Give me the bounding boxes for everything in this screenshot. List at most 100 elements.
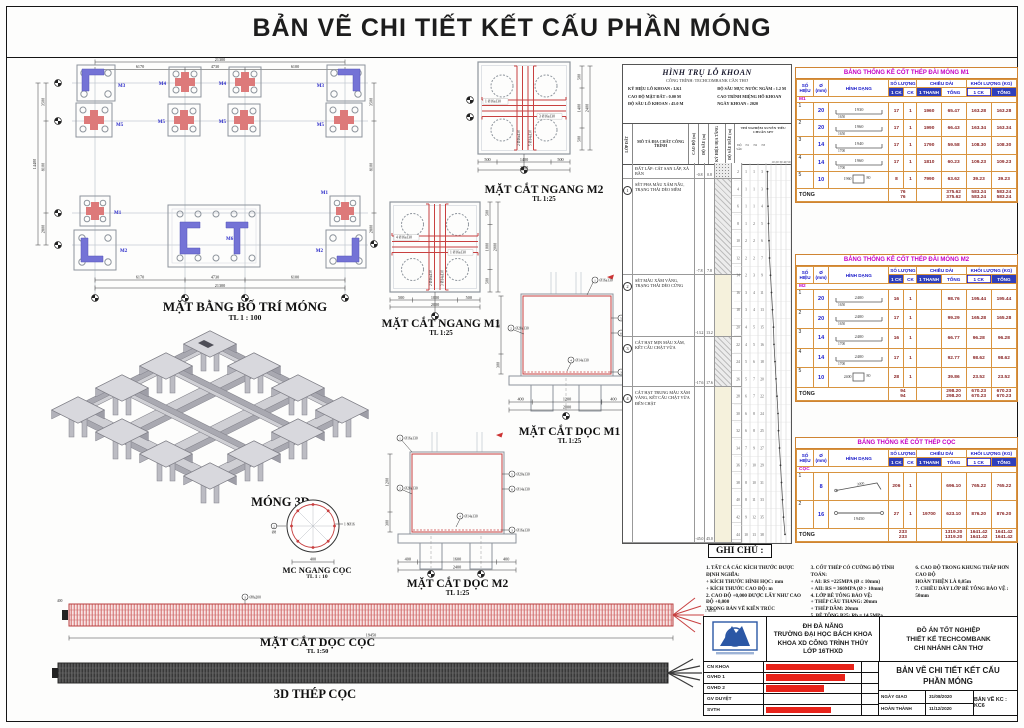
- svg-text:35: 35: [760, 516, 764, 520]
- svg-text:36: 36: [736, 464, 740, 468]
- svg-text:1960: 1960: [854, 124, 864, 129]
- svg-text:6: 6: [761, 239, 763, 243]
- svg-text:2 Ø16a130: 2 Ø16a130: [429, 270, 433, 286]
- svg-text:12: 12: [752, 516, 756, 520]
- svg-text:2000: 2000: [563, 405, 571, 410]
- university-info: ĐH ĐÀ NẴNG TRƯỜNG ĐẠI HỌC BÁCH KHOA KHOA…: [767, 617, 880, 661]
- svg-text:500: 500: [557, 157, 563, 162]
- svg-text:2800: 2800: [369, 225, 374, 233]
- svg-text:38: 38: [736, 481, 740, 485]
- foundation-3d: [28, 314, 396, 516]
- svg-text:10: 10: [752, 481, 756, 485]
- svg-text:1700: 1700: [838, 149, 845, 152]
- svg-text:2: 2: [745, 256, 747, 260]
- footing-m1-left: [79, 195, 111, 227]
- svg-text:21300: 21300: [215, 283, 225, 288]
- svg-text:1 8Ø16: 1 8Ø16: [705, 609, 716, 613]
- svg-text:3: 3: [745, 291, 747, 295]
- svg-text:1 Ø16a130: 1 Ø16a130: [450, 251, 466, 255]
- svg-text:16: 16: [760, 343, 764, 347]
- redacted-name: [764, 683, 862, 694]
- svg-text:1 Ø16a130: 1 Ø16a130: [485, 100, 501, 104]
- foundation-plan: 21300 6170 4730 6100 6170 4730 6100 2130…: [32, 57, 377, 302]
- svg-text:5: 5: [745, 360, 747, 364]
- role-row: CN KHOA: [704, 662, 878, 673]
- svg-text:1: 1: [745, 222, 747, 226]
- rebar-table-title: BẢNG THỐNG KÊ CỐT THÉP ĐÀI MÓNG M1: [796, 68, 1017, 79]
- svg-text:M4: M4: [219, 82, 227, 87]
- svg-text:2: 2: [399, 486, 401, 490]
- svg-text:Ø16a130: Ø16a130: [600, 278, 613, 282]
- svg-text:6170: 6170: [136, 275, 144, 280]
- svg-text:6: 6: [753, 360, 755, 364]
- svg-text:1700: 1700: [838, 342, 845, 345]
- svg-text:1200: 1200: [563, 397, 571, 402]
- svg-text:7: 7: [745, 446, 747, 450]
- svg-text:1930: 1930: [854, 107, 864, 112]
- svg-text:31: 31: [760, 481, 764, 485]
- footing-m6-combined: [167, 204, 261, 268]
- svg-text:4: 4: [570, 358, 572, 362]
- svg-text:2000: 2000: [493, 243, 498, 251]
- svg-text:40: 40: [736, 498, 740, 502]
- svg-text:8: 8: [745, 481, 747, 485]
- svg-text:1200: 1200: [385, 478, 390, 486]
- svg-text:5: 5: [620, 316, 622, 320]
- redacted-name: [764, 694, 862, 705]
- svg-text:13: 13: [752, 533, 756, 537]
- rebar-table-title: BẢNG THỐNG KÊ CỐT THÉP ĐÀI MÓNG M2: [796, 255, 1017, 266]
- svg-text:M1: M1: [321, 191, 329, 196]
- svg-text:9: 9: [753, 446, 755, 450]
- notes-column: 3. CỐT THÉP CÓ CƯỜNG ĐỘ TÍNH TOÁN: + AI:…: [810, 565, 895, 619]
- borehole-log: HÌNH TRỤ LỖ KHOAN CÔNG TRÌNH: TECHCOMBAN…: [622, 64, 792, 544]
- svg-text:8100: 8100: [41, 163, 46, 171]
- footings: [73, 64, 367, 271]
- svg-text:2400: 2400: [854, 295, 864, 300]
- notes-columns: 1. TẤT CẢ CÁC KÍCH THƯỚC ĐƯỢC ĐỊNH NGHĨA…: [706, 565, 1014, 619]
- svg-text:5 Ø14a130: 5 Ø14a130: [529, 130, 533, 146]
- foundation-3d-svg: [50, 330, 370, 504]
- issued-label: NGÀY GIAO: [879, 691, 926, 703]
- svg-text:M6: M6: [226, 237, 234, 242]
- svg-text:1700: 1700: [838, 166, 845, 169]
- svg-text:500: 500: [466, 295, 472, 300]
- svg-text:22: 22: [736, 343, 740, 347]
- svg-text:1400: 1400: [577, 104, 582, 112]
- project-info: ĐỒ ÁN TỐT NGHIỆP THIẾT KẾ TECHCOMBANK CH…: [906, 626, 991, 652]
- svg-text:2400: 2400: [453, 565, 461, 570]
- svg-text:500: 500: [484, 157, 490, 162]
- svg-text:3: 3: [244, 595, 246, 599]
- svg-text:29: 29: [760, 464, 764, 468]
- svg-text:2400: 2400: [854, 334, 864, 339]
- rebar-shape-spiral: 3000: [834, 481, 882, 493]
- svg-text:8: 8: [753, 412, 755, 416]
- svg-text:1 8Ø16: 1 8Ø16: [344, 522, 355, 526]
- svg-text:13: 13: [760, 308, 764, 312]
- section-ngang-m2: 1 Ø16a130 3 Ø16a130 2 Ø16a130 5 Ø14a130 …: [466, 61, 593, 174]
- svg-text:5: 5: [753, 326, 755, 330]
- logo-icon: [712, 621, 758, 655]
- svg-text:Ø14a130: Ø14a130: [576, 358, 589, 362]
- footing-row2-d: [325, 102, 363, 138]
- sheet-title: BẢN VẼ CHI TIẾT KẾT CẤU PHẦN MÓNG: [252, 14, 772, 42]
